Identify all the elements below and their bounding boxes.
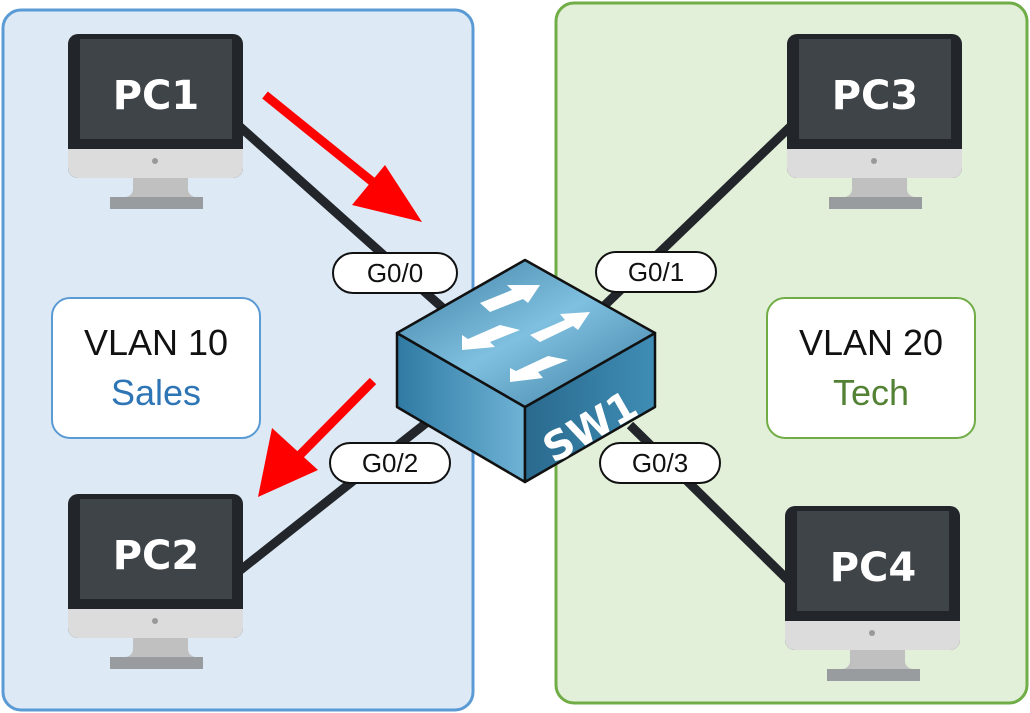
pc4-label: PC4	[830, 545, 917, 591]
switch-arrows-icon	[462, 285, 590, 382]
port-g01: G0/1	[595, 251, 717, 293]
svg-text:VLAN 20: VLAN 20	[799, 322, 943, 363]
svg-text:G0/3: G0/3	[632, 448, 688, 478]
pc1-label: PC1	[113, 73, 200, 119]
svg-text:VLAN 10: VLAN 10	[84, 322, 228, 363]
svg-text:G0/0: G0/0	[367, 258, 423, 288]
svg-text:Tech: Tech	[833, 372, 909, 413]
switch-sw1[interactable]: SW1	[395, 258, 657, 484]
vlan20-label: VLAN 20 Tech	[766, 297, 976, 439]
pc2[interactable]: PC2	[68, 494, 243, 669]
port-g00: G0/0	[332, 252, 458, 294]
arrow-sw1-to-pc2	[286, 377, 377, 469]
pc3-label: PC3	[832, 73, 919, 119]
arrow-head-icon	[352, 165, 422, 222]
port-g02: G0/2	[329, 442, 451, 484]
svg-text:G0/1: G0/1	[628, 257, 684, 287]
pc2-label: PC2	[113, 533, 200, 579]
pc3[interactable]: PC3	[787, 34, 962, 209]
port-g03: G0/3	[599, 442, 721, 484]
pc4[interactable]: PC4	[785, 506, 960, 681]
traffic-arrows	[258, 91, 422, 497]
svg-text:G0/2: G0/2	[362, 448, 418, 478]
arrow-head-icon	[258, 428, 318, 497]
pc1[interactable]: PC1	[68, 34, 243, 209]
arrow-pc1-to-sw1	[262, 91, 388, 196]
svg-text:Sales: Sales	[111, 372, 201, 413]
vlan10-label: VLAN 10 Sales	[51, 297, 261, 439]
